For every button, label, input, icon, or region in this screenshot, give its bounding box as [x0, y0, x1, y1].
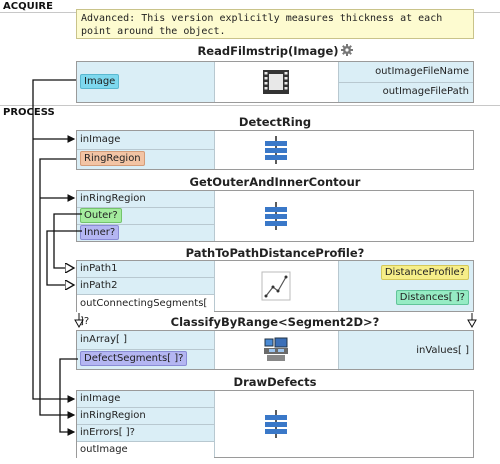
input-port-inringregion[interactable]: inRingRegion — [80, 193, 146, 204]
block-title-pathtopathdistanceprofile[interactable]: PathToPathDistanceProfile? — [185, 246, 365, 260]
block-title-classifybyrange[interactable]: ClassifyByRange<Segment2D>? — [170, 315, 380, 329]
input-port-inerrors[interactable]: inErrors[ ]? — [80, 427, 135, 438]
input-port-image[interactable]: Image — [77, 73, 120, 91]
block-detectring[interactable]: inImage RingRegion — [76, 130, 474, 170]
filter-icon — [265, 202, 287, 230]
output-port-outimagefilepath[interactable]: outImageFilePath — [382, 86, 469, 97]
block-title-getouterandinnercontour[interactable]: GetOuterAndInnerContour — [189, 175, 361, 189]
comment-note[interactable]: Advanced: This version explicitly measur… — [76, 9, 474, 39]
path-icon — [261, 271, 291, 301]
input-port-inarray[interactable]: inArray[ ] — [80, 334, 128, 345]
output-port-inner[interactable]: Inner? — [77, 224, 120, 242]
output-port-outimage[interactable]: outImage — [77, 441, 214, 458]
block-title-readfilmstrip[interactable]: ReadFilmstrip(Image) — [76, 44, 474, 58]
classify-icon — [264, 337, 288, 361]
block-drawdefects[interactable]: inImage inRingRegion inErrors[ ]? outIma… — [76, 390, 474, 458]
block-pathtopathdistanceprofile[interactable]: inPath1 inPath2 outConnectingSegments[ ]… — [76, 260, 474, 327]
output-port-distanceprofile[interactable]: DistanceProfile? — [339, 264, 473, 282]
input-port-invalues[interactable]: inValues[ ] — [416, 345, 469, 356]
input-port-ringregion[interactable]: RingRegion — [77, 150, 145, 168]
section-acquire: ACQUIRE — [3, 1, 53, 12]
input-port-inpath1[interactable]: inPath1 — [80, 263, 118, 274]
filter-icon — [265, 136, 287, 164]
gear-icon[interactable] — [340, 44, 353, 56]
block-classifybyrange[interactable]: inArray[ ] DefectSegments[ ]? inValues[ … — [76, 330, 474, 370]
input-port-inimage[interactable]: inImage — [80, 393, 121, 404]
input-port-inimage[interactable]: inImage — [80, 134, 121, 145]
output-port-outimagefilename[interactable]: outImageFileName — [375, 66, 469, 77]
section-divider — [0, 105, 500, 106]
output-port-outconnectingsegments[interactable]: outConnectingSegments[ ]? — [77, 294, 214, 327]
output-port-defectsegments[interactable]: DefectSegments[ ]? — [77, 350, 188, 368]
output-port-outer[interactable]: Outer? — [77, 207, 122, 225]
section-process: PROCESS — [3, 107, 55, 118]
filter-icon — [265, 410, 287, 438]
block-getouterandinnercontour[interactable]: inRingRegion Outer? Inner? — [76, 190, 474, 242]
input-port-inringregion[interactable]: inRingRegion — [80, 410, 146, 421]
filmstrip-icon — [263, 70, 289, 94]
block-title-drawdefects[interactable]: DrawDefects — [233, 375, 317, 389]
block-readfilmstrip[interactable]: Image outImageFileName outImageFilePath — [76, 61, 474, 103]
output-port-distances[interactable]: Distances[ ]? — [339, 289, 473, 307]
block-title-detectring[interactable]: DetectRing — [238, 115, 312, 129]
block-title-text: ReadFilmstrip(Image) — [197, 44, 339, 58]
input-port-inpath2[interactable]: inPath2 — [80, 280, 118, 291]
